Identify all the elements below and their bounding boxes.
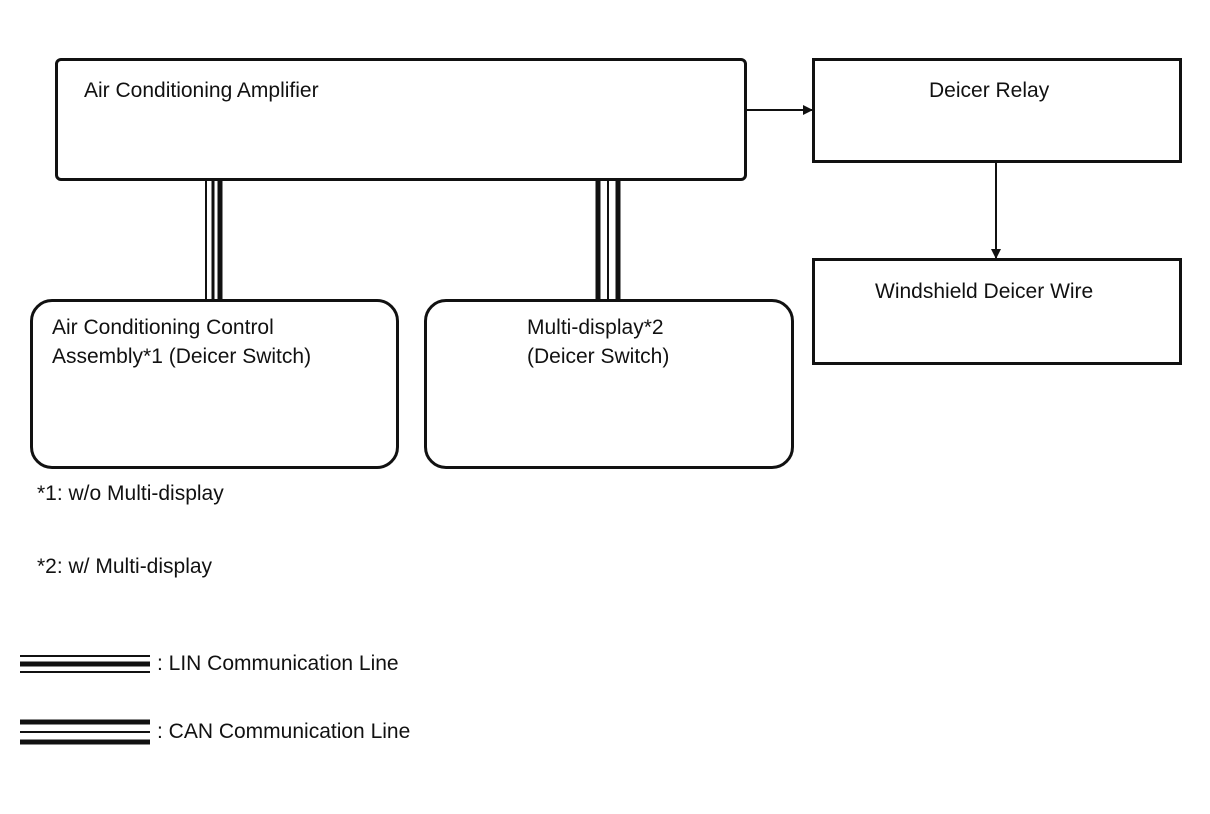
legend-can-label: : CAN Communication Line [157, 720, 411, 743]
deicer-relay-label: Deicer Relay [929, 79, 1050, 102]
lin-line-amplifier-to-control-assembly [205, 180, 223, 300]
legend-lin-symbol [20, 655, 150, 673]
control-assembly-box: Air Conditioning Control Assembly*1 (Dei… [30, 299, 399, 469]
control-assembly-label-line2: Assembly*1 (Deicer Switch) [52, 345, 312, 368]
multi-display-box: Multi-display*2 (Deicer Switch) [424, 299, 794, 469]
windshield-wire-label: Windshield Deicer Wire [875, 280, 1094, 303]
control-assembly-label-line1: Air Conditioning Control [52, 316, 274, 339]
multi-display-label-line2: (Deicer Switch) [527, 345, 670, 368]
amplifier-label: Air Conditioning Amplifier [84, 79, 319, 102]
footnote-1: *1: w/o Multi-display [37, 482, 224, 505]
multi-display-label-line1: Multi-display*2 [527, 316, 664, 339]
amplifier-box: Air Conditioning Amplifier [55, 58, 747, 181]
windshield-wire-box: Windshield Deicer Wire [812, 258, 1182, 365]
deicer-relay-box: Deicer Relay [812, 58, 1182, 163]
legend-lin-label: : LIN Communication Line [157, 652, 399, 675]
footnote-2: *2: w/ Multi-display [37, 555, 213, 578]
legend-can-symbol [20, 719, 150, 745]
can-line-amplifier-to-multi-display [595, 180, 621, 300]
